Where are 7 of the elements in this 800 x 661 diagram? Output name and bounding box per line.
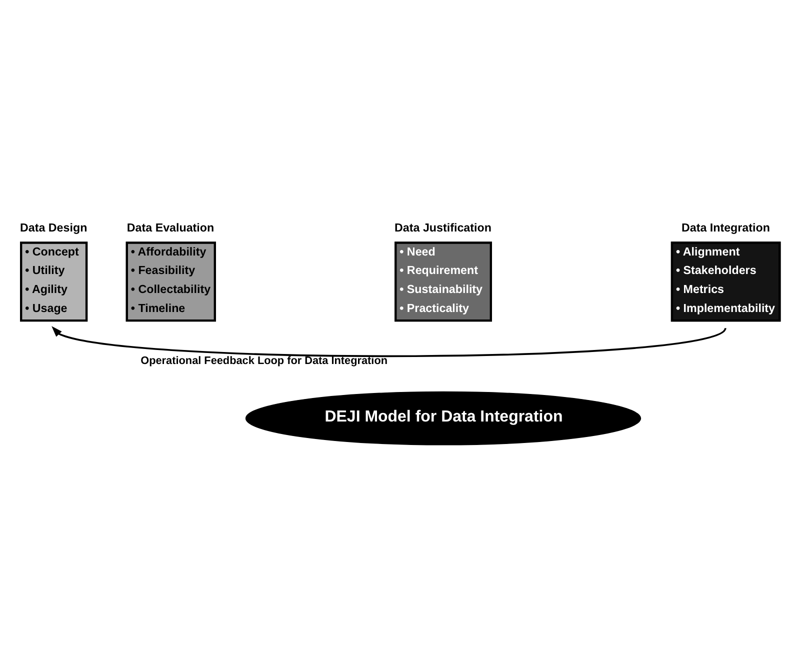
node-label: Data Integration — [681, 220, 770, 234]
node-label: Data Justification — [394, 220, 492, 234]
edge-label: Operational Feedback Loop for Data Integration — [140, 354, 388, 367]
node-label: Data Evaluation — [126, 220, 214, 234]
node-ellipse: DEJI Model for Data Integration — [245, 390, 642, 445]
node-label: Data Design — [20, 220, 88, 234]
arrow — [52, 326, 726, 356]
